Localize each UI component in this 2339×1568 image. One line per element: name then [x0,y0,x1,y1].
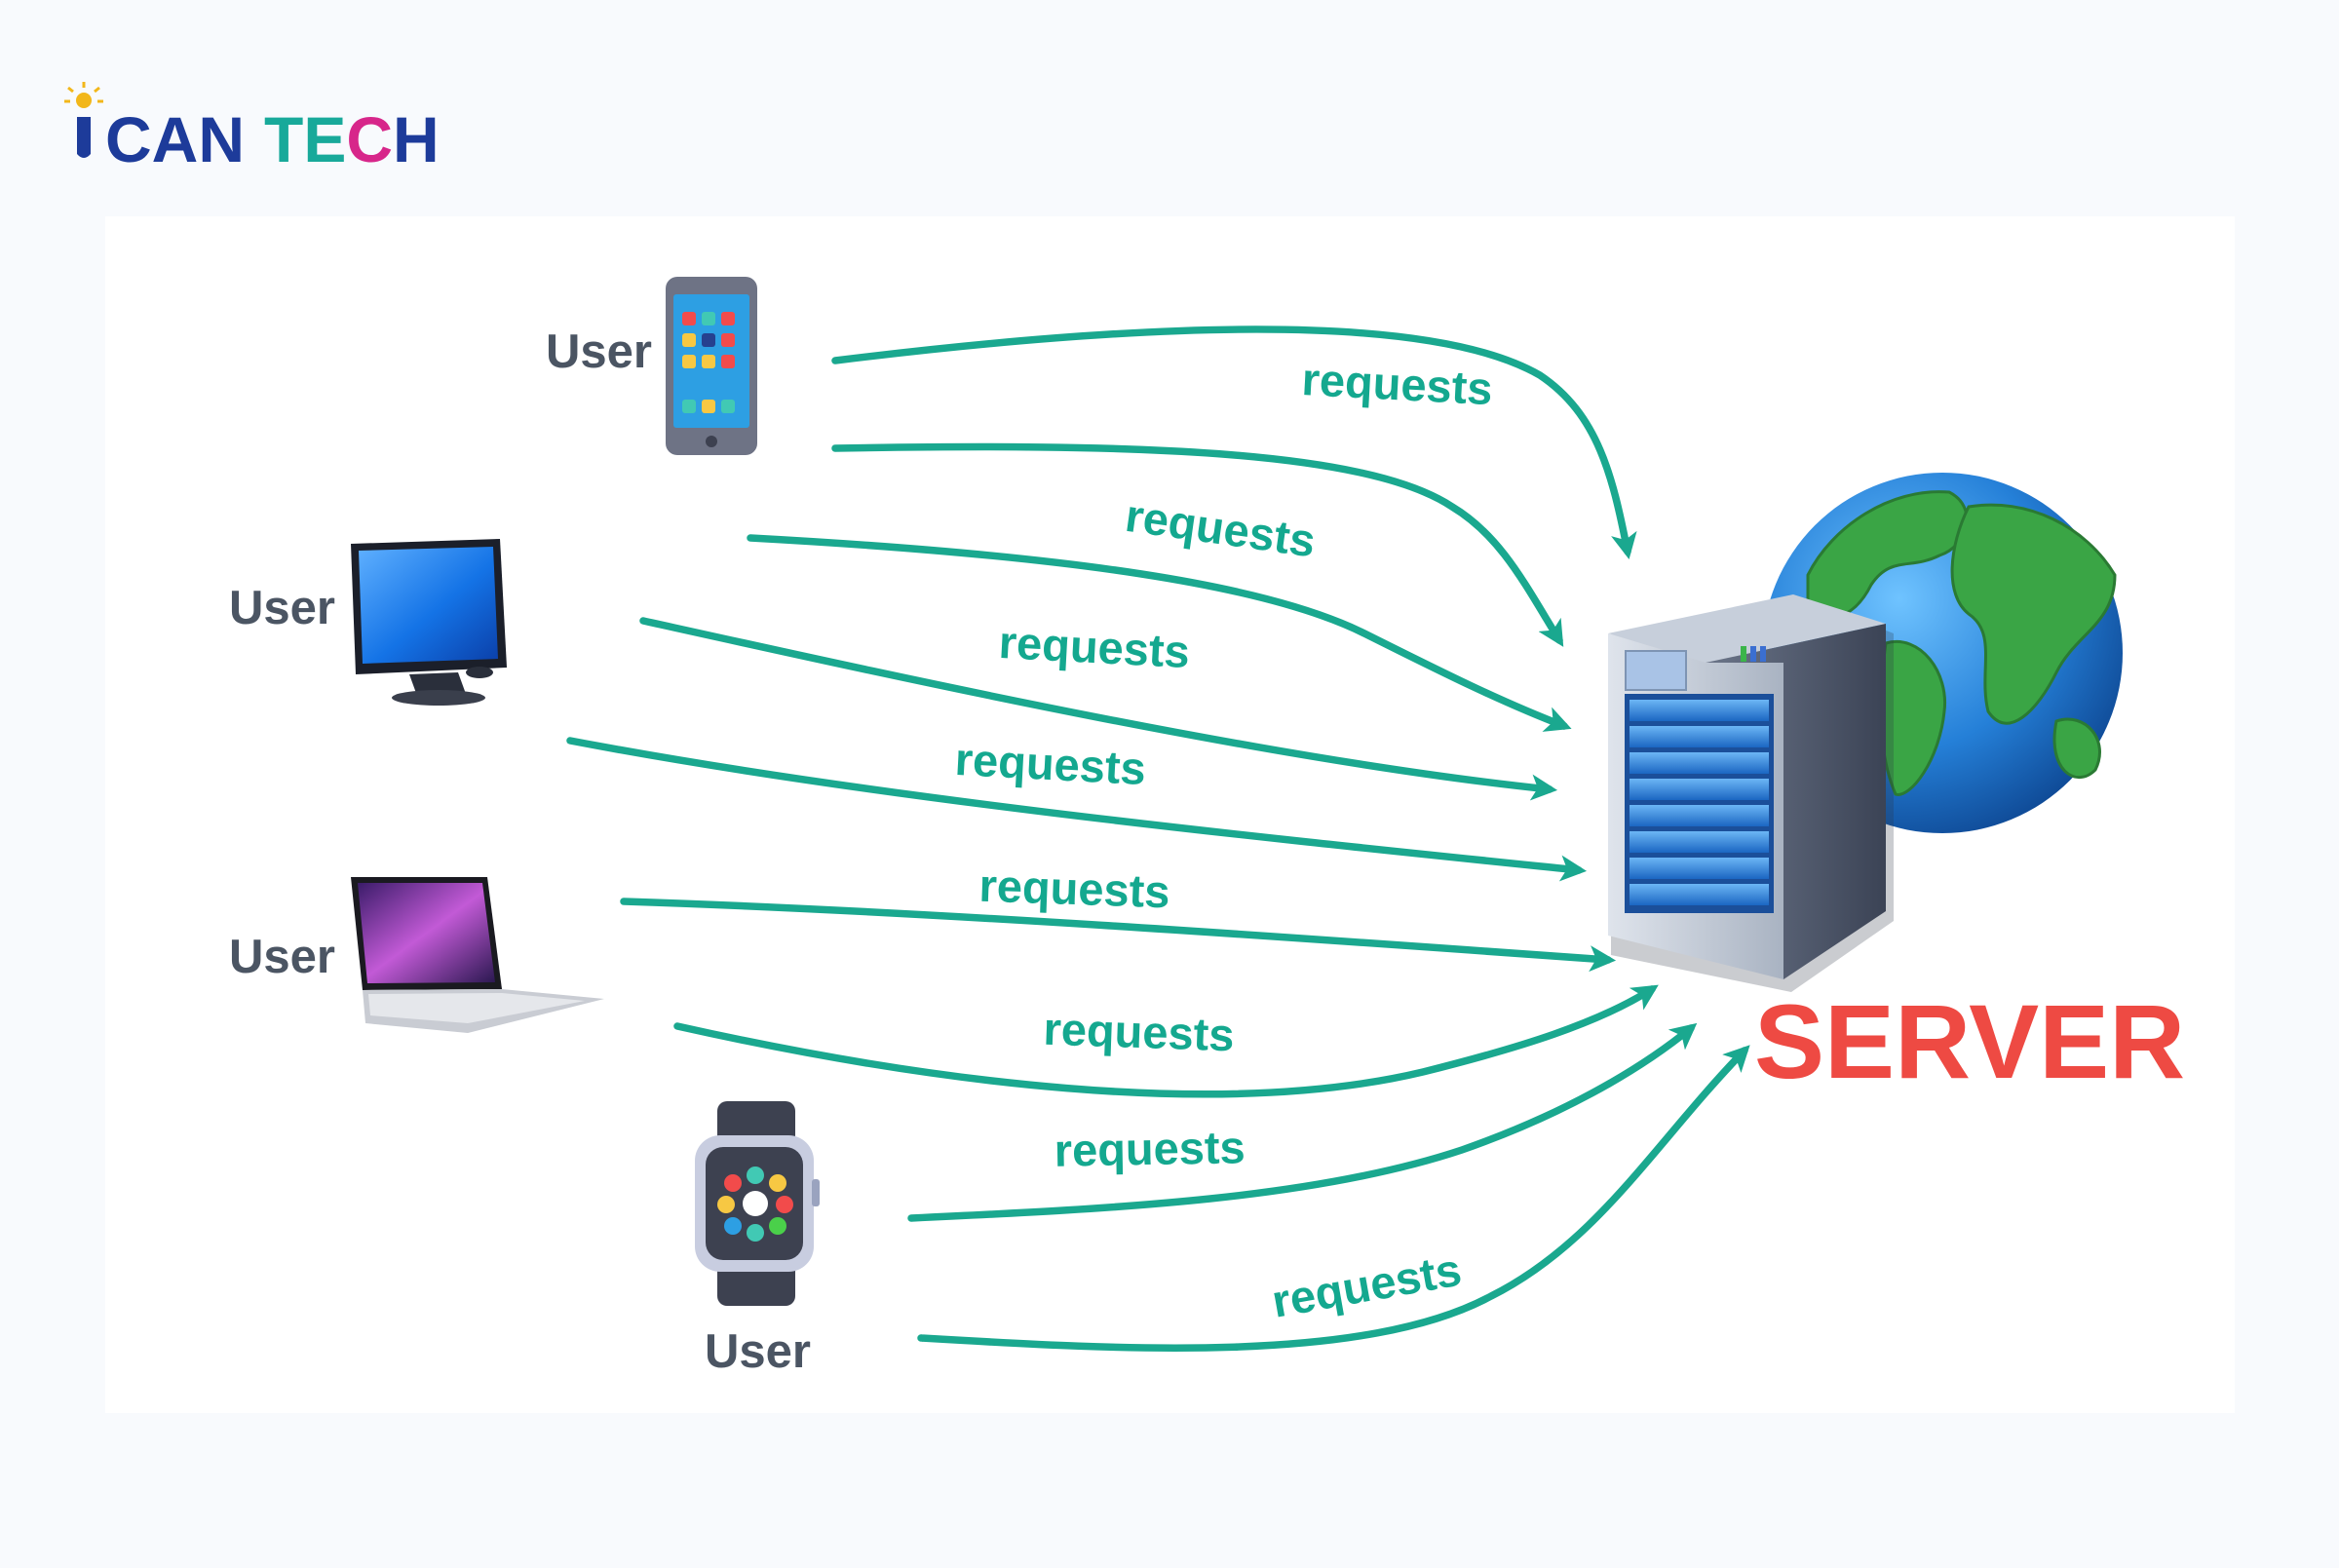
request-label-5: requests [978,860,1171,918]
request-arrows [566,325,1750,1352]
request-label-3: requests [998,616,1191,677]
request-arrow-3 [747,534,1572,732]
request-arrow-4 [639,617,1558,801]
request-arrow-7 [673,984,1659,1098]
user-labels: User User User User [229,325,811,1378]
request-arrow-1 [831,325,1637,559]
logo-part-2: TE [264,103,346,175]
request-arrow-6 [620,898,1617,973]
request-label-4: requests [954,733,1147,794]
request-label-7: requests [1054,1121,1246,1175]
request-arrow-9 [917,1045,1750,1352]
request-label-1: requests [1300,353,1493,414]
person-lightbulb-icon [64,82,103,158]
logo-part-3: C [346,103,393,175]
smartwatch-icon [695,1101,820,1306]
smartphone-icon [666,277,757,455]
laptop-icon [351,877,604,1033]
request-arrow-5 [566,737,1588,882]
icantech-logo: CAN TECH [64,82,440,175]
user-label-1: User [546,325,652,378]
logo-part-1: CAN [105,103,245,175]
request-arrow-8 [907,1022,1698,1222]
desktop-monitor-icon [351,539,507,706]
request-arrow-2 [831,442,1564,647]
logo-part-4: H [393,103,440,175]
user-label-4: User [705,1325,811,1378]
user-label-2: User [229,582,335,634]
server-drive-bays [1630,700,1769,905]
server-tower-icon [1608,594,1894,992]
server-label: SERVER [1754,982,2185,1100]
request-label-6: requests [1043,1003,1236,1061]
user-label-3: User [229,931,335,983]
